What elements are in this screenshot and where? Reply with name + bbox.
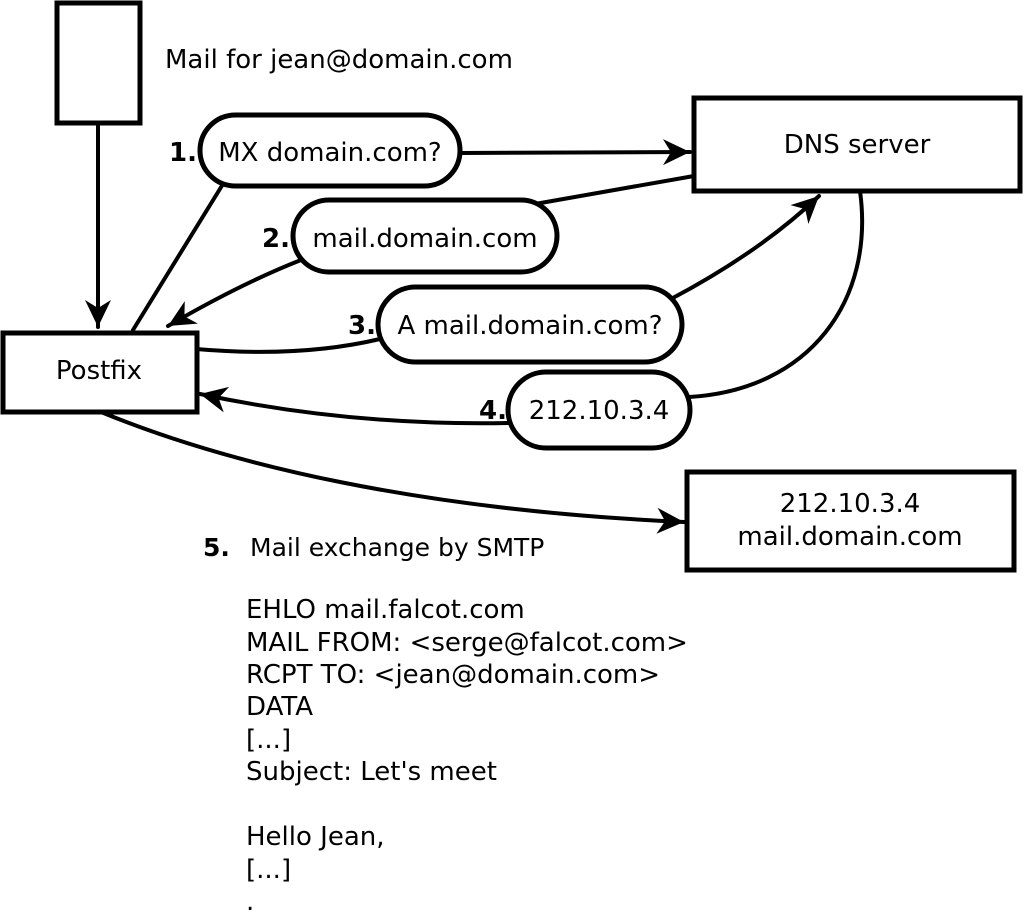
step1-pill [197,112,463,189]
line-postfix-to-mx-query [131,182,225,332]
step2-pill [290,197,560,275]
smtp-line-ehlo: EHLO mail.falcot.com [246,595,525,625]
mail-note: Mail for jean@domain.com [165,45,513,75]
step5-label: Mail exchange by SMTP [250,533,544,562]
mail-server-ip: 212.10.3.4 [780,489,921,519]
smtp-line-end-dot: . [246,887,254,917]
arrow-a-query-to-dns [669,194,821,301]
arrow-mx-reply-to-postfix [166,258,303,328]
smtp-line-rcpt-to: RCPT TO: <jean@domain.com> [246,660,660,690]
step1-label: MX domain.com? [218,138,441,168]
arrow-a-reply-to-postfix [198,386,510,426]
step4-number: 4. [479,396,507,426]
line-dns-to-a-reply [687,189,865,399]
line-dns-to-mx-reply [533,174,696,206]
line-postfix-to-a-query [194,337,382,354]
mail-server-hostname: mail.domain.com [737,522,962,552]
smtp-line-ellipsis-1: [...] [246,725,291,755]
step4-pill [505,369,693,451]
step2-number: 2. [262,224,290,254]
smtp-line-data: DATA [246,692,313,722]
postfix-label: Postfix [56,356,142,386]
smtp-line-ellipsis-2: [...] [246,855,291,885]
dns-server-label: DNS server [784,130,931,160]
arrow-mx-query-to-dns [458,139,692,166]
arrow-smtp-to-mail-server [99,410,686,534]
step3-number: 3. [348,311,376,341]
step2-label: mail.domain.com [312,224,537,254]
postfix-box [0,330,200,415]
smtp-line-subject: Subject: Let's meet [246,757,497,787]
dns-server-box [691,95,1023,194]
step3-label: A mail.domain.com? [398,311,663,341]
step1-number: 1. [169,138,197,168]
mail-server-box [684,469,1017,573]
step4-label: 212.10.3.4 [529,396,670,426]
step3-pill [375,284,685,365]
smtp-line-hello: Hello Jean, [246,822,385,852]
step5-number: 5. [203,533,230,562]
smtp-line-mail-from: MAIL FROM: <serge@falcot.com> [246,628,688,658]
mail-message-shape [54,0,143,126]
smtp-session-block: EHLO mail.falcot.com MAIL FROM: <serge@f… [246,595,688,917]
